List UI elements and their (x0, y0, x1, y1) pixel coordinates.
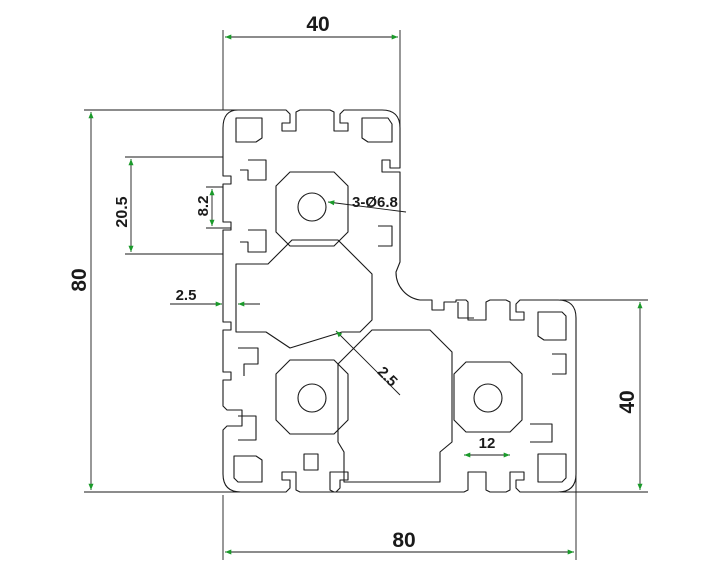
dimension-lines (88, 34, 643, 555)
dimension-labels: 40 80 20.5 8.2 3-Ø6.8 2.5 2.5 40 12 80 (68, 13, 639, 552)
dim-slot-opening: 8.2 (195, 196, 212, 217)
hole-lower-left (297, 383, 327, 413)
aluminum-profile (222, 109, 577, 493)
dim-wall-left: 2.5 (176, 287, 197, 304)
hole-right (473, 383, 503, 413)
dim-top-width: 40 (306, 13, 329, 36)
dim-left-height: 80 (68, 268, 91, 291)
hole-upper (297, 192, 327, 222)
dim-bottom-width: 80 (392, 529, 415, 552)
dim-slot-width: 12 (479, 435, 496, 452)
dim-slot-pitch: 20.5 (114, 196, 131, 227)
dim-holes: 3-Ø6.8 (352, 194, 398, 211)
dim-right-height: 40 (616, 390, 639, 413)
